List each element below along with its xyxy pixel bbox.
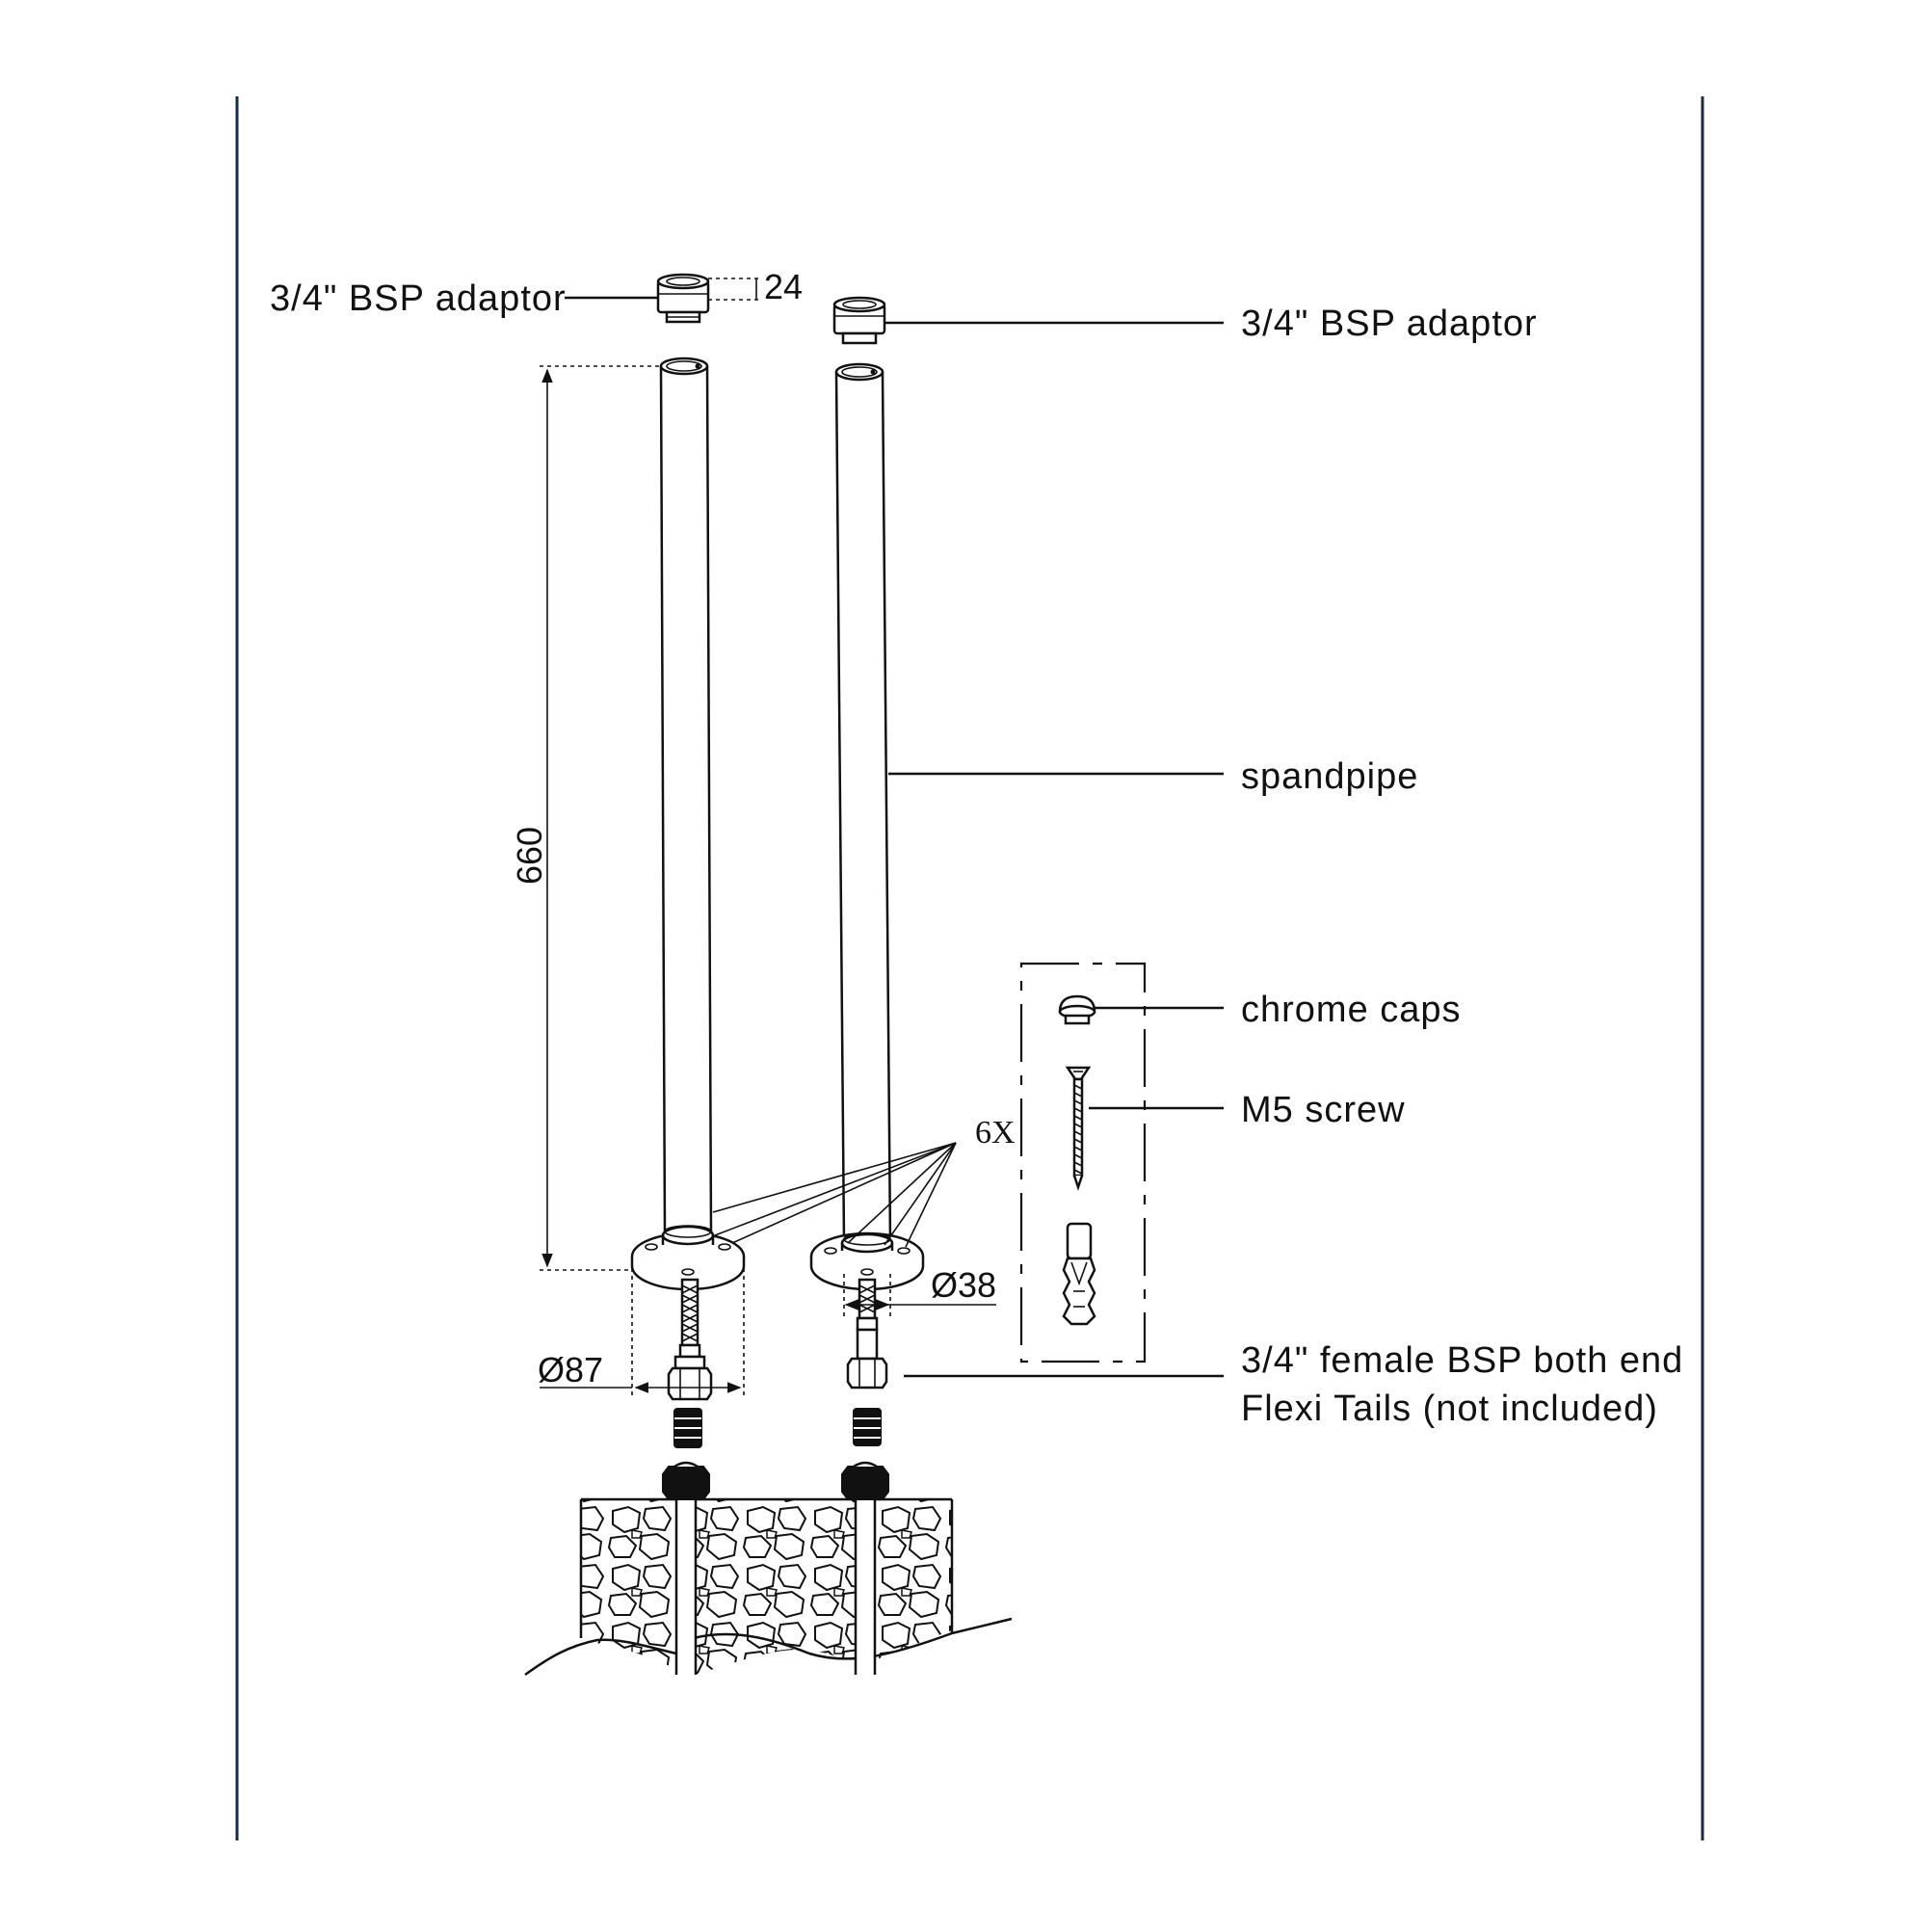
pipe-length-text: 660 [510, 827, 549, 885]
flexi-hose-left [667, 1278, 713, 1401]
flange-diameter-text: Ø87 [538, 1350, 603, 1389]
label-flexi-line2: Flexi Tails (not included) [1241, 1389, 1658, 1429]
label-adaptor-left: 3/4" BSP adaptor [270, 278, 567, 319]
label-flexi-line1: 3/4" female BSP both end [1241, 1340, 1683, 1381]
quantity-text: 6X [975, 1115, 1016, 1151]
dimension-adaptor-height: 24 [708, 267, 803, 306]
label-chrome-caps: chrome caps [1241, 990, 1462, 1030]
accessories-box [1019, 962, 1147, 1363]
label-screw: M5 screw [1241, 1090, 1406, 1130]
chrome-cap-icon [1058, 994, 1096, 1025]
adaptor-height-text: 24 [764, 267, 803, 306]
standpipe-left [659, 357, 713, 1234]
wall-plug-icon [1062, 1222, 1096, 1326]
adaptor-left [656, 273, 710, 324]
flange-right [809, 1231, 925, 1291]
m5-screw-icon [1065, 1066, 1092, 1191]
ground-section [524, 1461, 1013, 1677]
dimension-flange-diameter: Ø87 [538, 1268, 745, 1395]
label-adaptor-right: 3/4" BSP adaptor [1241, 304, 1538, 344]
label-standpipe: spandpipe [1241, 756, 1418, 797]
standpipe-right [834, 362, 892, 1244]
leader-6x: 6X [712, 1115, 1016, 1248]
adaptor-right [832, 296, 886, 345]
dimension-pipe-length: 660 [510, 365, 659, 1271]
connector-right [853, 1408, 882, 1446]
connector-left [673, 1408, 702, 1448]
pipe-diameter-text: Ø38 [931, 1265, 996, 1305]
dimension-pipe-diameter: Ø38 [843, 1265, 996, 1316]
flange-left [630, 1225, 746, 1291]
flexi-hose-right [846, 1278, 888, 1389]
